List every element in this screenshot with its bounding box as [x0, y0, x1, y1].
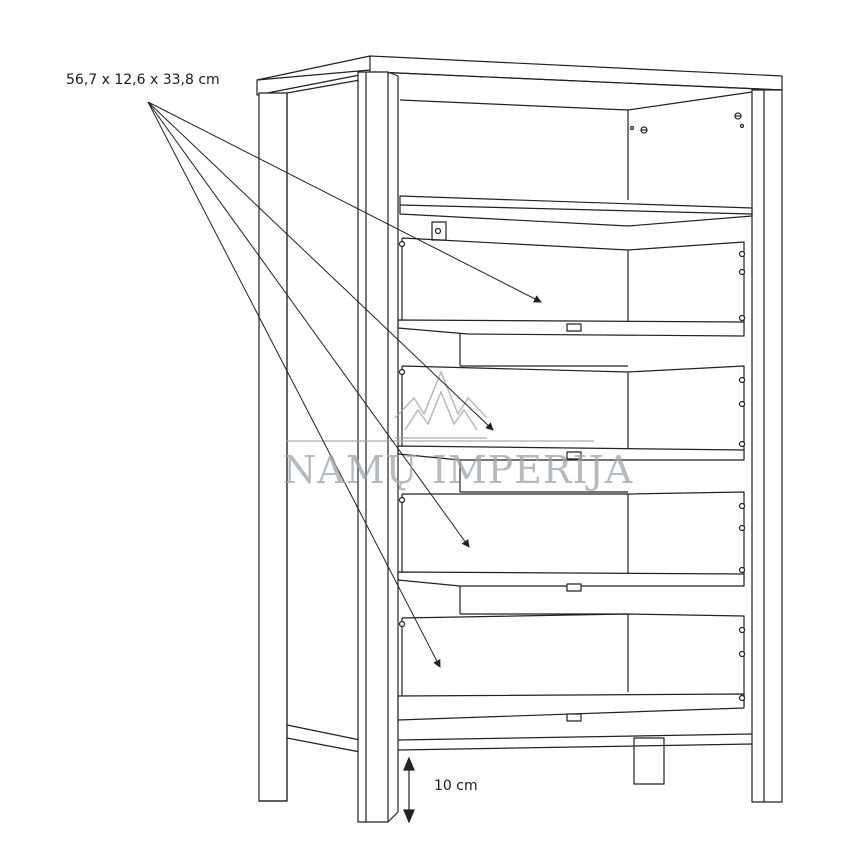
back-left-leg	[258, 92, 288, 802]
leg-height-arrow	[403, 756, 415, 824]
drawer-2	[397, 365, 745, 493]
dimension-arrows	[147, 101, 542, 668]
leg-height-label: 10 cm	[434, 778, 478, 794]
left-side-panel	[286, 79, 361, 753]
cabinet-interior	[397, 91, 753, 751]
drawer-3	[397, 491, 745, 615]
front-left-leg	[357, 71, 399, 823]
back-right-leg	[633, 737, 665, 785]
front-right-leg	[751, 89, 783, 803]
cabinet-top	[256, 55, 783, 96]
drawer-1	[397, 237, 745, 367]
drawer-dimensions-label: 56,7 x 12,6 x 33,8 cm	[66, 72, 220, 88]
drawer-4	[397, 613, 745, 722]
watermark-text: NAMŲ IMPERIJA	[283, 448, 634, 492]
runner-screws	[398, 240, 746, 702]
watermark-logo	[286, 370, 594, 442]
